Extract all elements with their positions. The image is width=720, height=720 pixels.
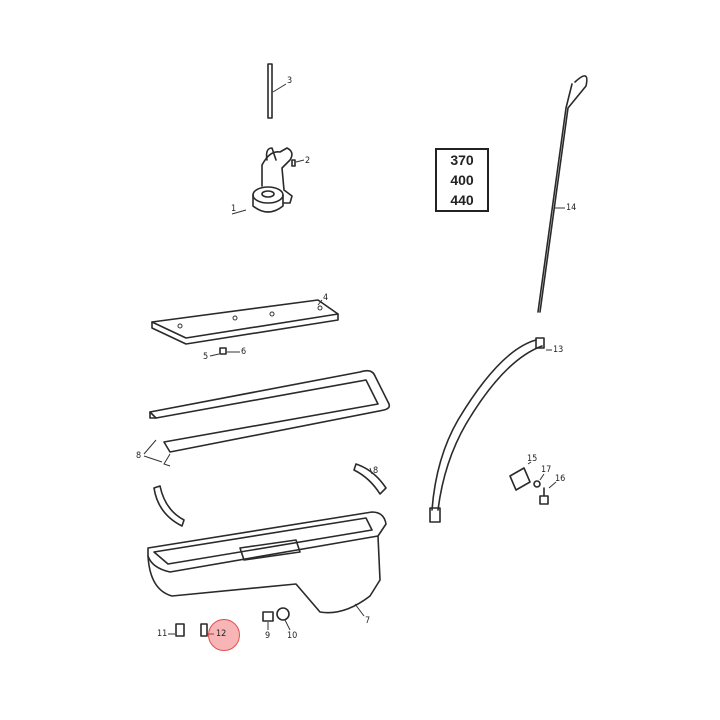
callout-6[interactable]: 6 bbox=[241, 347, 247, 357]
callout-11[interactable]: 11 bbox=[157, 629, 168, 639]
windage-tray bbox=[151, 299, 339, 357]
pan-bolt bbox=[168, 623, 185, 637]
callout-17[interactable]: 17 bbox=[541, 465, 552, 475]
callout-1[interactable]: 1 bbox=[231, 204, 237, 214]
callout-8[interactable]: 8 bbox=[136, 451, 142, 461]
callout-4[interactable]: 4 bbox=[323, 293, 329, 303]
pan-gasket-end bbox=[153, 463, 387, 527]
callout-3[interactable]: 3 bbox=[287, 76, 293, 86]
dipstick bbox=[537, 75, 588, 313]
callout-12[interactable]: 12 bbox=[216, 629, 227, 639]
engine-size: 370 bbox=[450, 152, 474, 168]
callout-16[interactable]: 16 bbox=[555, 474, 566, 484]
callout-13[interactable]: 13 bbox=[553, 345, 564, 355]
tube-bracket bbox=[509, 461, 557, 505]
callout-7[interactable]: 7 bbox=[365, 616, 371, 626]
selected-callout-highlight[interactable] bbox=[208, 619, 240, 651]
dipstick-tube bbox=[429, 337, 552, 523]
callout-2[interactable]: 2 bbox=[305, 156, 311, 166]
oil-pump bbox=[231, 147, 305, 215]
callout-8[interactable]: 8 bbox=[373, 466, 379, 476]
oil-pan bbox=[147, 511, 387, 617]
pan-gasket-side bbox=[143, 369, 391, 467]
drain-gasket bbox=[276, 607, 291, 631]
drain-plug bbox=[262, 611, 274, 630]
callout-5[interactable]: 5 bbox=[203, 352, 209, 362]
callout-15[interactable]: 15 bbox=[527, 454, 538, 464]
engine-size: 440 bbox=[450, 192, 474, 208]
engine-size-box: 370 400 440 bbox=[435, 148, 489, 212]
callout-14[interactable]: 14 bbox=[566, 203, 577, 213]
callout-9[interactable]: 9 bbox=[265, 631, 271, 641]
callout-10[interactable]: 10 bbox=[287, 631, 298, 641]
pump-drive-shaft bbox=[267, 63, 287, 119]
engine-size: 400 bbox=[450, 172, 474, 188]
